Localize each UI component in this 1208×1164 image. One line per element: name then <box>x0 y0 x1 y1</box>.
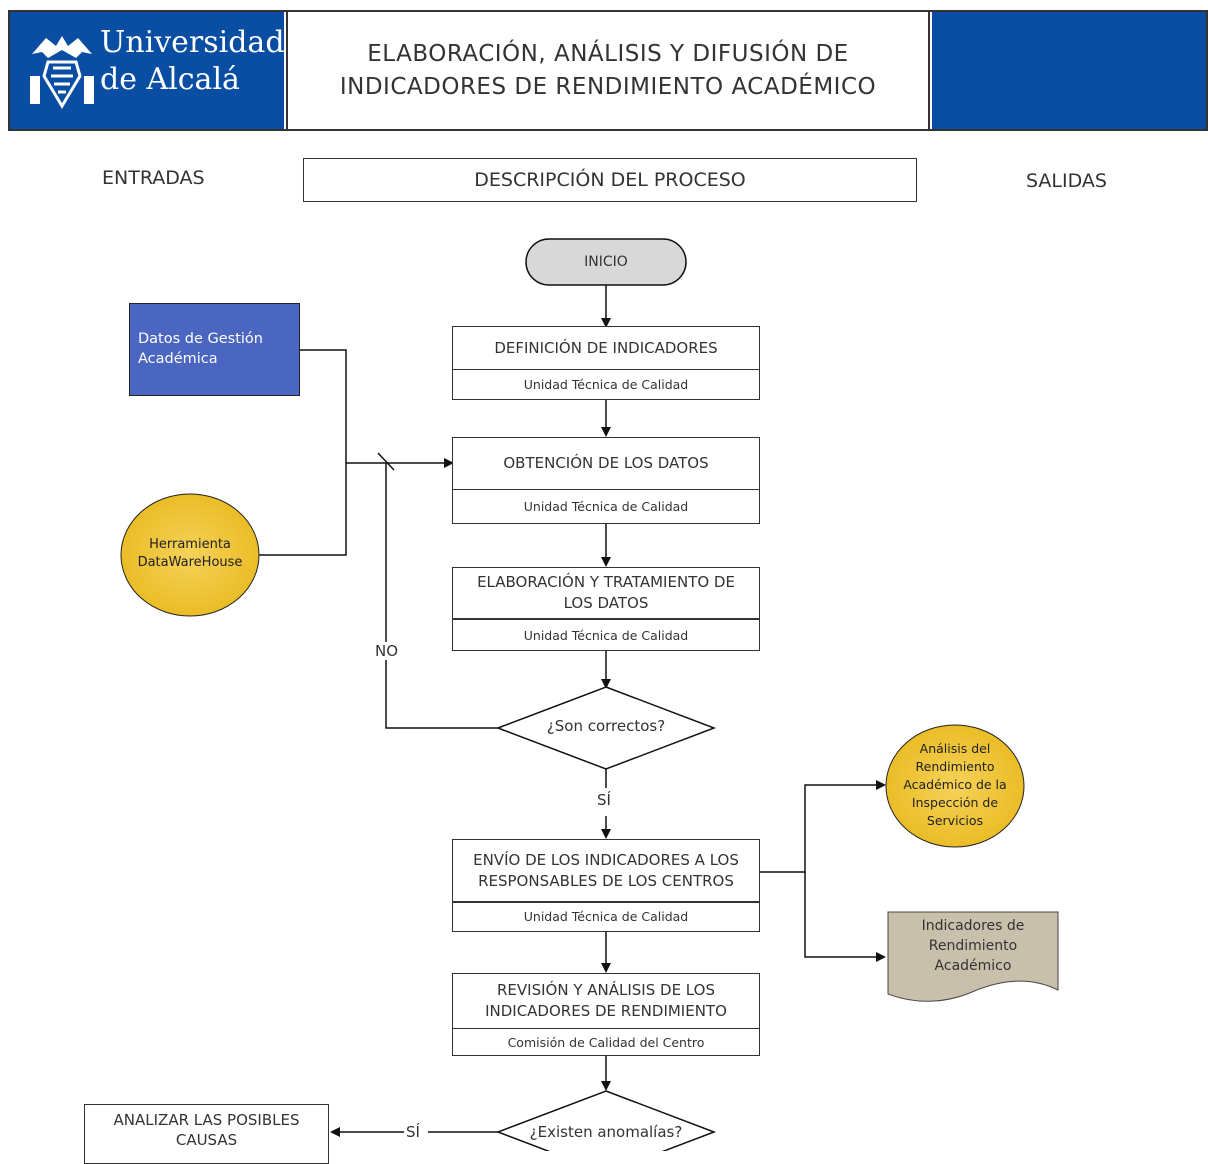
step-revision: REVISIÓN Y ANÁLISIS DE LOS INDICADORES D… <box>452 973 760 1056</box>
output-line-3: Académico <box>934 958 1012 974</box>
output-line-4: Inspección de <box>911 795 999 810</box>
step-title: REVISIÓN Y ANÁLISIS DE LOS INDICADORES D… <box>453 974 759 1029</box>
output-line-2: Rendimiento <box>928 938 1018 954</box>
step-owner: Comisión de Calidad del Centro <box>507 1034 705 1050</box>
input-dwh-label: Herramienta DataWareHouse <box>121 536 259 572</box>
university-logo <box>10 12 284 129</box>
output-line-3: Académico de la <box>903 777 1007 792</box>
step-title-line-2: INDICADORES DE RENDIMIENTO <box>485 1002 727 1020</box>
header-frame <box>8 10 1208 131</box>
decision-2-yes-label: SÍ <box>406 1123 420 1141</box>
arrow-to-indicators-output <box>804 872 886 962</box>
output-line-5: Servicios <box>926 813 984 828</box>
step-title: OBTENCIÓN DE LOS DATOS <box>453 438 759 490</box>
start-terminator <box>525 238 687 286</box>
connector-datos-input <box>300 349 347 463</box>
crest-icon <box>30 36 94 109</box>
step-title-line-1: ELABORACIÓN Y TRATAMIENTO DE <box>477 573 735 591</box>
action-line-1: ANALIZAR LAS POSIBLES <box>113 1111 300 1129</box>
action-line-2: CAUSAS <box>175 1131 238 1149</box>
connector-dwh-input <box>258 463 347 556</box>
step-title-line-1: ENVÍO DE LOS INDICADORES A LOS <box>473 850 739 869</box>
step-owner: Unidad Técnica de Calidad <box>523 908 689 924</box>
decision-diamond-2 <box>495 1090 717 1151</box>
start-label: INICIO <box>584 254 628 270</box>
document-title: ELABORACIÓN, ANÁLISIS Y DIFUSIÓN DE INDI… <box>286 12 930 129</box>
input-line-1: Datos de Gestión <box>138 331 263 347</box>
step-title: ENVÍO DE LOS INDICADORES A LOS RESPONSAB… <box>453 840 759 903</box>
title-line-2: INDICADORES DE RENDIMIENTO ACADÉMICO <box>339 73 877 100</box>
connector-no-loop <box>385 463 498 729</box>
step-owner: Unidad Técnica de Calidad <box>523 377 689 392</box>
action-analizar-causas: ANALIZAR LAS POSIBLES CAUSAS <box>84 1104 329 1164</box>
step-title-line-1: REVISIÓN Y ANÁLISIS DE LOS <box>497 981 715 999</box>
output-line-2: Rendimiento <box>915 759 995 774</box>
input-datos-gestion: Datos de Gestión Académica <box>129 303 300 396</box>
output-analysis-ellipse <box>885 724 1025 848</box>
decision-2-label: ¿Existen anomalías? <box>529 1123 683 1141</box>
title-line-1: ELABORACIÓN, ANÁLISIS Y DIFUSIÓN DE <box>367 40 849 67</box>
step-title: ELABORACIÓN Y TRATAMIENTO DE LOS DATOS <box>453 568 759 620</box>
step-owner: Unidad Técnica de Calidad <box>523 499 689 514</box>
output-line-1: Indicadores de <box>921 918 1025 934</box>
step-envio: ENVÍO DE LOS INDICADORES A LOS RESPONSAB… <box>452 839 760 932</box>
decision-1-no-label: NO <box>373 642 401 660</box>
output-document-shape <box>887 911 1059 1002</box>
step-definicion: DEFINICIÓN DE INDICADORES Unidad Técnica… <box>452 326 760 400</box>
output-analysis-label: Análisis del Rendimiento Académico de la… <box>886 740 1024 830</box>
input-dwh-ellipse <box>120 493 260 617</box>
step-title: DEFINICIÓN DE INDICADORES <box>453 327 759 370</box>
step-title-line-2: LOS DATOS <box>563 594 649 612</box>
arrow-to-analysis-output <box>760 780 886 873</box>
input-line-1: Herramienta <box>149 537 231 552</box>
outputs-column-label: SALIDAS <box>1026 170 1107 192</box>
step-title-line-2: RESPONSABLES DE LOS CENTROS <box>478 871 734 890</box>
inputs-column-label: ENTRADAS <box>102 167 205 189</box>
line-jump-mark <box>377 452 395 471</box>
logo-line-2: de Alcalá <box>100 62 240 97</box>
logo-line-1: Universidad <box>100 25 285 60</box>
logo-wordmark: Universidad de Alcalá <box>100 24 285 98</box>
input-line-2: Académica <box>138 351 218 367</box>
step-obtencion: OBTENCIÓN DE LOS DATOS Unidad Técnica de… <box>452 437 760 524</box>
decision-diamond-1 <box>495 686 717 770</box>
output-indicators-label: Indicadores de Rendimiento Académico <box>888 916 1058 976</box>
step-owner: Unidad Técnica de Calidad <box>523 627 689 643</box>
decision-1-yes-label: SÍ <box>597 791 611 809</box>
header-blue-block <box>932 12 1206 129</box>
decision-1-label: ¿Son correctos? <box>546 717 666 735</box>
input-line-2: DataWareHouse <box>137 555 243 570</box>
process-column-label: DESCRIPCIÓN DEL PROCESO <box>303 158 917 202</box>
step-elaboracion: ELABORACIÓN Y TRATAMIENTO DE LOS DATOS U… <box>452 567 760 651</box>
output-line-1: Análisis del <box>919 741 991 756</box>
